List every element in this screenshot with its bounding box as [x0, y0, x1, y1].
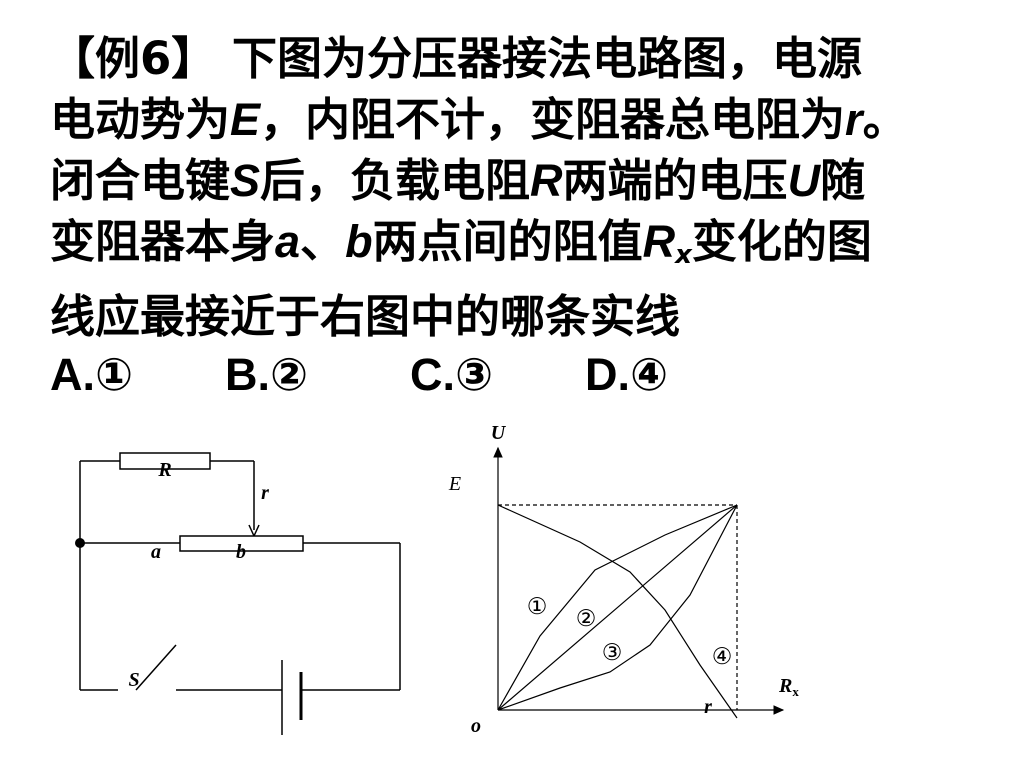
var-a: a	[275, 216, 301, 267]
var-Rx: R	[642, 216, 676, 267]
graph-label-E: E	[448, 473, 461, 495]
var-R: R	[530, 155, 563, 206]
graph-label-r: r	[704, 696, 712, 718]
var-r: r	[845, 94, 863, 145]
var-S: S	[230, 155, 261, 206]
circuit-label-a: a	[151, 541, 161, 563]
question-line-5: 线应最接近于右图中的哪条实线	[50, 290, 681, 343]
option-b[interactable]: B.②	[225, 349, 309, 400]
curve-2-label: ②	[576, 606, 597, 631]
option-d[interactable]: D.④	[585, 349, 669, 400]
curve-3	[497, 504, 738, 711]
var-Rx-subscript: x	[675, 240, 692, 270]
graph-axis-y-label: U	[491, 422, 507, 444]
var-b: b	[345, 216, 373, 267]
curve-4-label: ④	[712, 644, 733, 669]
var-U: U	[787, 155, 821, 206]
curve-4	[497, 504, 738, 719]
question-line-4: 变阻器本身a、b两点间的阻值Rx变化的图	[50, 215, 872, 270]
curve-2	[497, 504, 738, 711]
question-text: 【例6】 下图为分压器接法电路图，电源 电动势为E，内阻不计，变阻器总电阻为r。…	[50, 28, 1000, 347]
graph-axis-x-label: Rx	[778, 675, 799, 699]
circuit-label-R: R	[157, 459, 171, 481]
junction-node	[75, 538, 85, 548]
question-line-2: 电动势为E，内阻不计，变阻器总电阻为r。	[50, 93, 908, 146]
switch-S	[135, 644, 177, 691]
example-label: 【例6】	[50, 32, 217, 85]
var-E: E	[230, 94, 261, 145]
curve-3-label: ③	[602, 640, 623, 665]
circuit-label-r: r	[261, 482, 269, 504]
curve-1	[497, 504, 738, 711]
option-c[interactable]: C.③	[410, 349, 494, 400]
circuit-label-S: S	[128, 669, 139, 691]
question-line-1: 【例6】 下图为分压器接法电路图，电源	[50, 32, 862, 85]
option-a[interactable]: A.①	[50, 349, 134, 400]
curve-1-label: ①	[527, 594, 548, 619]
graph-label-origin: o	[471, 715, 481, 737]
circuit-label-b: b	[236, 541, 246, 563]
question-line-3: 闭合电键S后，负载电阻R两端的电压U随	[50, 154, 866, 207]
